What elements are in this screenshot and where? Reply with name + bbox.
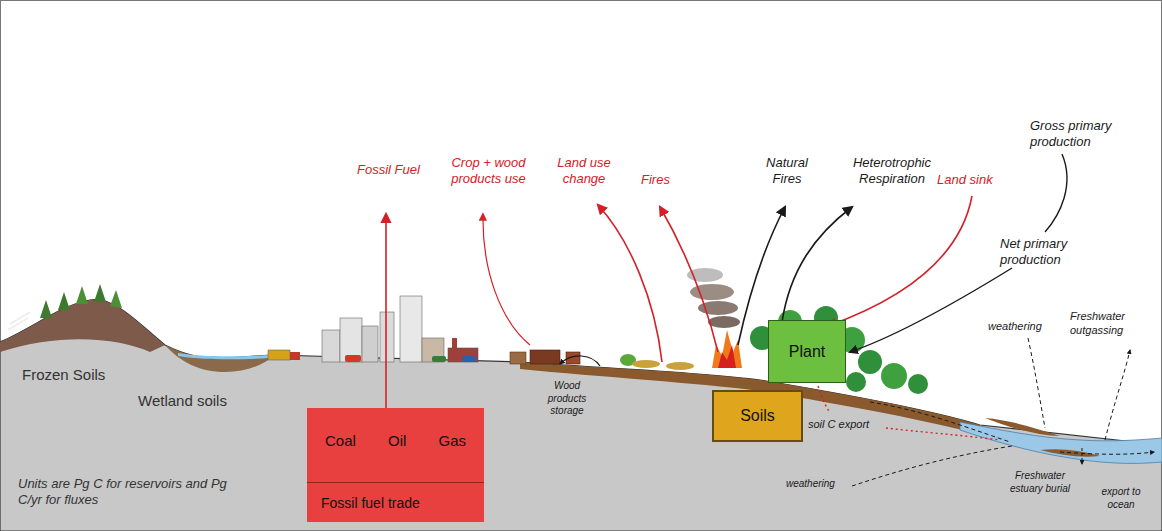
process-label: Wood products storage	[538, 380, 596, 418]
flux-label: Land sink	[937, 172, 1009, 188]
respiration-arrow	[782, 207, 852, 322]
building	[340, 318, 362, 362]
house	[510, 352, 526, 364]
gpp-line	[1045, 154, 1067, 232]
wetland-soil	[165, 345, 275, 372]
burial-arrow	[1082, 448, 1083, 464]
tree	[846, 372, 866, 392]
tree	[110, 290, 122, 308]
snow-streak	[8, 312, 30, 330]
fossil-reservoir-box: Coal Oil Gas	[307, 408, 484, 482]
reservoir-label: Frozen Soils	[22, 366, 132, 385]
tree	[40, 300, 52, 318]
crop	[666, 362, 694, 370]
smoke	[690, 284, 734, 300]
flux-arrows	[386, 154, 1154, 486]
tree	[908, 374, 928, 394]
process-label: weathering	[786, 478, 856, 491]
fossil-flux-label: Fossil Fuel	[357, 162, 437, 178]
flux-label: Fires	[641, 172, 681, 188]
hill-trees	[8, 284, 122, 330]
tree	[881, 363, 907, 389]
fire	[687, 268, 742, 368]
soil-export-dotted	[818, 386, 830, 413]
truck	[268, 350, 290, 360]
fossil-fuel-arrow	[385, 214, 387, 408]
units-note: Units are Pg C for reservoirs and Pg C/y…	[18, 476, 248, 509]
smoke	[708, 316, 740, 328]
export-arrow	[1060, 452, 1154, 454]
node-text: Soils	[740, 407, 775, 425]
process-label: Freshwater estuary burial	[1008, 470, 1072, 495]
building	[362, 326, 378, 362]
flux-label: Crop + wood products use	[446, 155, 531, 188]
process-label: weathering	[988, 320, 1058, 334]
fossil-trade-band: Fossil fuel trade	[307, 482, 484, 522]
weathering-dashed	[852, 446, 1012, 486]
soil-export-dotted	[886, 428, 1000, 440]
flux-label: Net primary production	[1000, 236, 1092, 269]
wetland-water	[178, 353, 268, 359]
ground	[0, 300, 1162, 531]
tree	[858, 350, 882, 374]
process-label: Freshwater outgassing	[1070, 310, 1154, 338]
node-text: Fossil fuel trade	[321, 495, 420, 511]
car	[432, 356, 446, 362]
plant-pool-box: Plant	[768, 320, 846, 383]
flux-label: Land use change	[553, 155, 615, 188]
vegetation	[620, 306, 928, 394]
flux-label: Heterotrophic Respiration	[840, 155, 944, 188]
car	[462, 356, 476, 362]
land-sink-arrow	[828, 196, 972, 326]
outgassing-arrow	[1105, 350, 1130, 440]
npp-arrow	[850, 268, 1012, 352]
process-label: export to ocean	[1090, 486, 1152, 511]
node-text: Coal	[325, 432, 356, 449]
reservoir-label: Wetland soils	[138, 392, 248, 411]
land-use-arrow	[598, 205, 662, 362]
flux-label: Gross primary production	[1030, 118, 1122, 151]
tree	[94, 284, 106, 302]
node-text: Gas	[438, 432, 466, 449]
flux-label: Natural Fires	[758, 155, 816, 188]
frozen-soil-hill	[0, 300, 165, 352]
soil-pool-box: Soils	[712, 390, 803, 442]
wood-storage-arrow	[560, 356, 600, 366]
factory	[448, 348, 478, 362]
truck-cab	[290, 352, 300, 360]
weathering-dashed	[1028, 338, 1045, 428]
building	[380, 312, 394, 362]
fires-arrow	[660, 207, 718, 352]
tree	[58, 292, 70, 310]
city	[268, 296, 478, 362]
process-label: soil C export	[808, 418, 888, 432]
tree	[76, 286, 88, 304]
river	[960, 422, 1162, 463]
node-text: Plant	[789, 343, 825, 361]
wood-houses	[510, 350, 580, 364]
crop	[632, 360, 660, 368]
house	[530, 350, 560, 364]
river-bank	[985, 418, 1060, 436]
flame	[718, 345, 736, 368]
soil-export-dashed	[870, 402, 1010, 442]
car	[345, 355, 361, 362]
chimney	[452, 338, 457, 348]
node-text: Oil	[388, 432, 406, 449]
building	[322, 330, 340, 362]
crop-wood-arrow	[483, 214, 530, 345]
building	[400, 296, 422, 362]
